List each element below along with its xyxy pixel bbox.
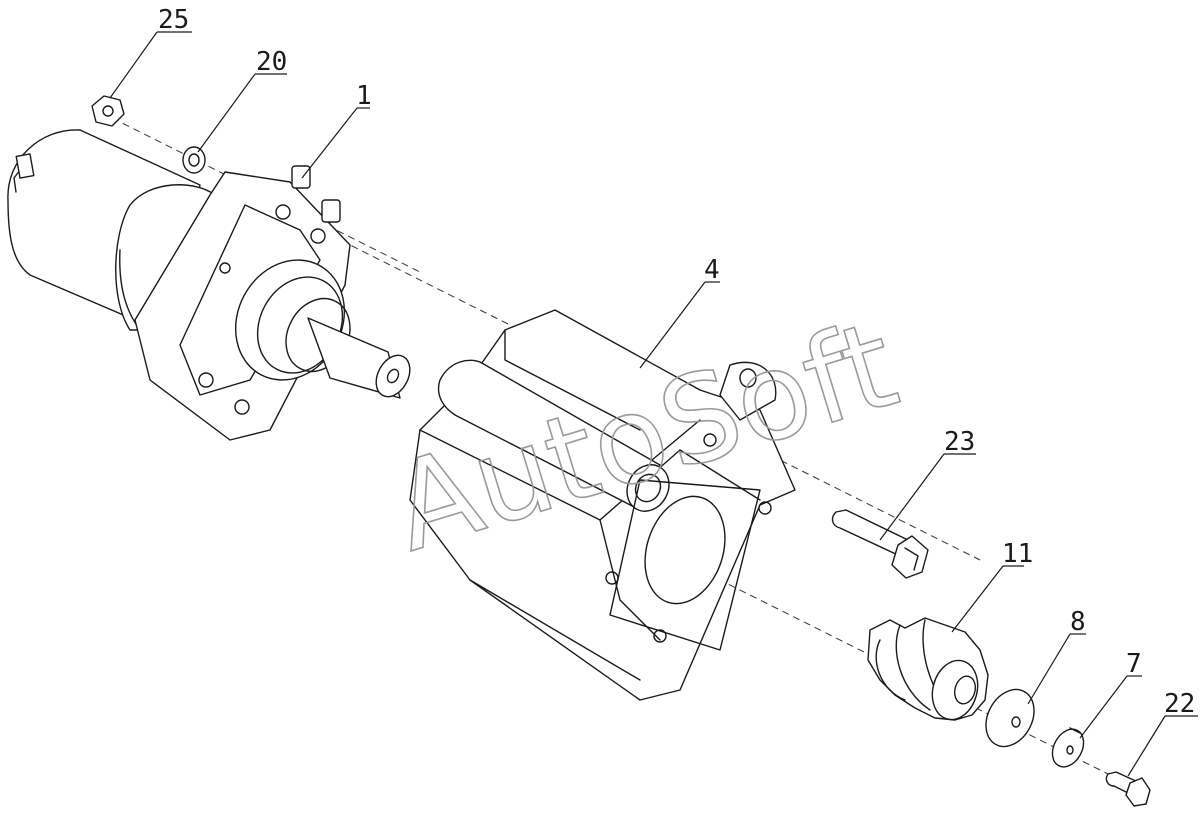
callout-1: 1 <box>356 81 372 111</box>
callout-4: 4 <box>704 255 720 285</box>
thrust-washer-part <box>985 688 1035 748</box>
cap-screw-part <box>1105 771 1151 807</box>
motor-assembly <box>7 129 411 441</box>
gear-part <box>867 617 989 721</box>
nut-part <box>91 95 125 127</box>
callout-23: 23 <box>944 427 975 457</box>
callout-8: 8 <box>1070 607 1086 637</box>
callout-22: 22 <box>1164 689 1195 719</box>
leader-lines <box>109 31 1198 777</box>
callout-7: 7 <box>1126 649 1142 679</box>
callout-25: 25 <box>158 5 189 35</box>
lock-washer-part <box>1051 727 1085 768</box>
bracket-part <box>409 309 796 701</box>
callout-11: 11 <box>1002 539 1033 569</box>
callout-20: 20 <box>256 47 287 77</box>
bolt-part <box>831 509 929 579</box>
washer-part <box>182 146 206 174</box>
